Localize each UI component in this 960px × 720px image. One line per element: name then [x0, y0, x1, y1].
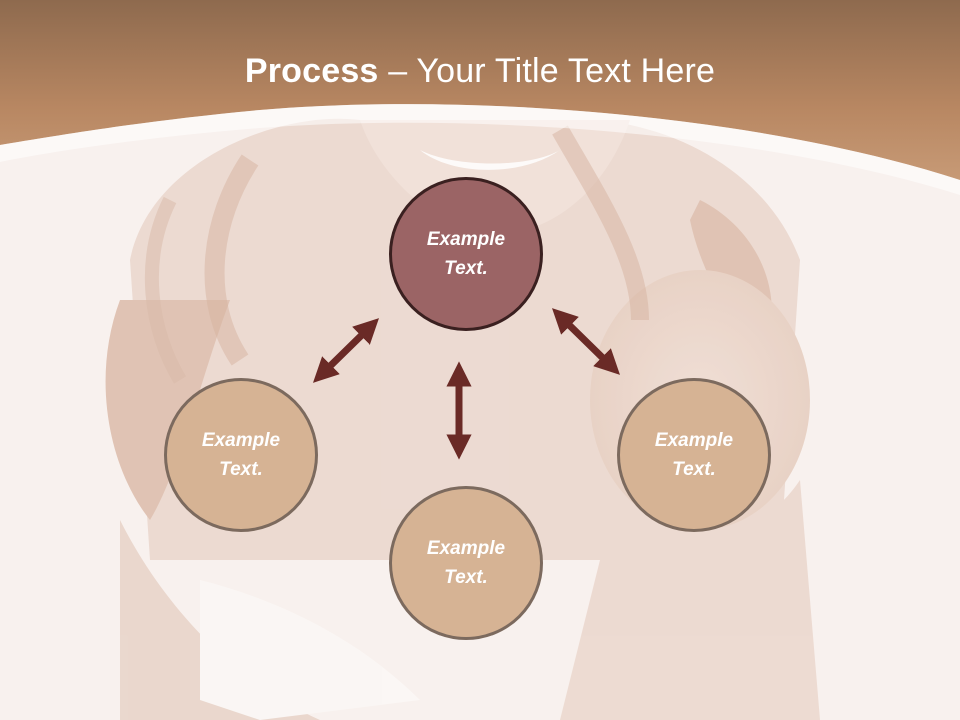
process-node-right[interactable]: Example Text. — [617, 378, 771, 532]
process-node-top[interactable]: Example Text. — [389, 177, 543, 331]
title-rest: – Your Title Text Here — [378, 52, 716, 90]
node-left-text: Example Text. — [201, 430, 281, 480]
node-bottom-text: Example Text. — [426, 538, 506, 588]
process-node-left[interactable]: Example Text. — [164, 378, 318, 532]
node-top-text: Example Text. — [426, 229, 506, 279]
node-right-text: Example Text. — [654, 430, 734, 480]
title-bold: Process — [244, 52, 379, 90]
slide-title: Process – Your Title Text Here — [0, 52, 960, 91]
process-node-bottom[interactable]: Example Text. — [389, 486, 543, 640]
